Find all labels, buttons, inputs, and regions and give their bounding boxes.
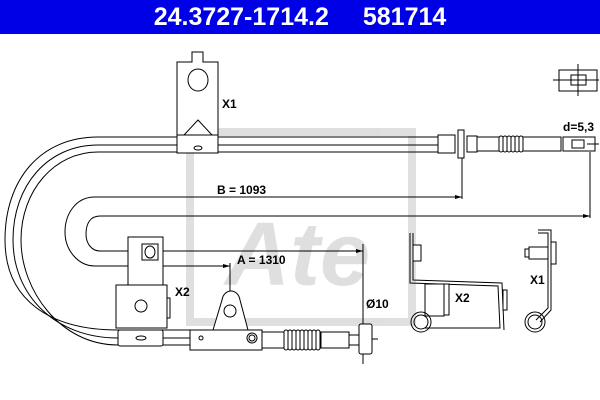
x2-detail-bracket <box>409 233 508 333</box>
x1-detail-label: X1 <box>530 273 545 287</box>
part-number: 24.3727-1714.2 <box>153 2 329 31</box>
x1-detail-bracket <box>524 229 557 333</box>
ref-number: 581714 <box>362 2 447 31</box>
d-label: d=5,3 <box>563 120 594 134</box>
upper-end-fitting <box>437 129 599 159</box>
cable <box>4 136 440 346</box>
x1-bracket <box>176 51 219 154</box>
x2-bracket <box>115 236 171 347</box>
x2-label: X2 <box>175 285 190 299</box>
lower-end-fitting <box>189 290 378 355</box>
dimension-lines <box>64 150 591 364</box>
b-dimension: B = 1093 <box>217 183 266 197</box>
diameter-label: Ø10 <box>366 297 389 311</box>
title-banner: 24.3727-1714.2 581714 <box>0 0 600 34</box>
x2-detail-label: X2 <box>455 291 470 305</box>
watermark-logo: Ate <box>186 128 416 326</box>
svg-text:Ate: Ate <box>223 205 370 305</box>
a-dimension: A = 1310 <box>237 253 286 267</box>
end-eye-detail-icon <box>553 64 599 96</box>
x1-label: X1 <box>222 97 237 111</box>
